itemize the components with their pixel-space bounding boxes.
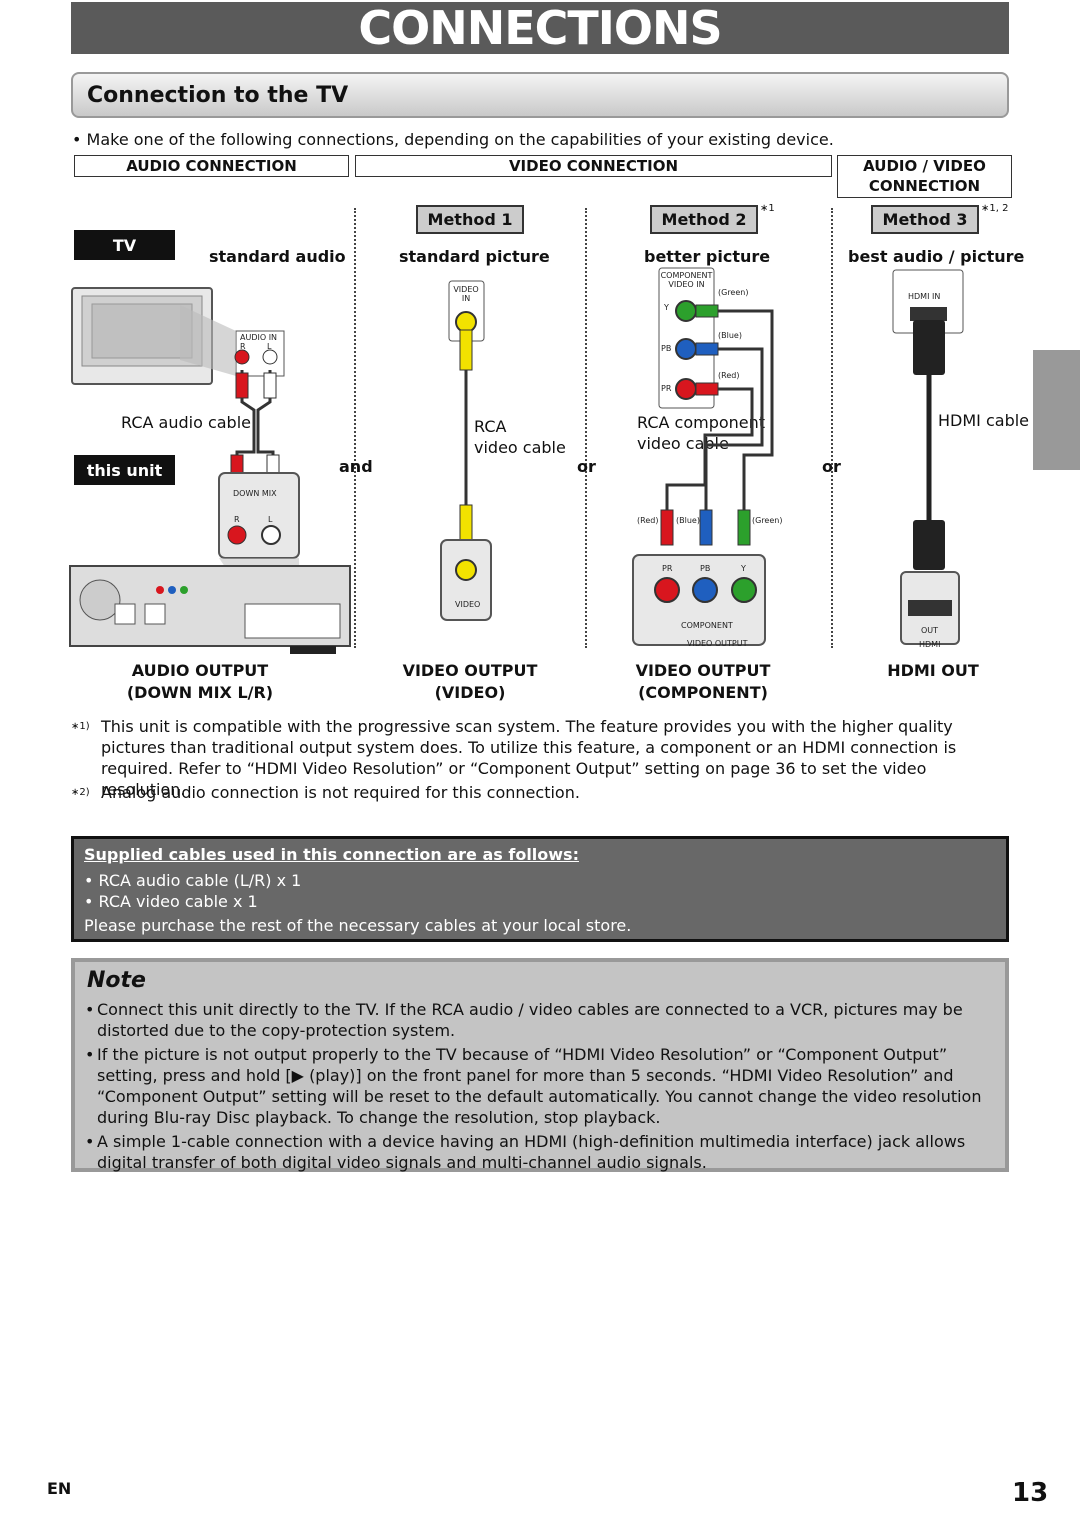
output-line2: (VIDEO) xyxy=(434,683,506,702)
video-in-label: VIDEO IN xyxy=(453,285,479,303)
av-connection-header: AUDIO / VIDEO CONNECTION xyxy=(837,155,1012,198)
output-line1: HDMI OUT xyxy=(887,661,979,680)
footnote-text: Analog audio connection is not required … xyxy=(101,783,580,802)
connection-diagram xyxy=(69,267,964,654)
note-box: Note Connect this unit directly to the T… xyxy=(71,958,1009,1172)
side-tab xyxy=(1033,350,1080,470)
method-2-label: Method 2 xyxy=(650,205,758,234)
this-unit-label: this unit xyxy=(74,455,175,485)
footnote-2: ∗2) Analog audio connection is not requi… xyxy=(71,782,1006,803)
component-video-in-label: COMPONENT VIDEO IN xyxy=(660,271,713,289)
output-line1: AUDIO OUTPUT xyxy=(131,661,269,680)
blue-label: (Blue) xyxy=(718,331,742,340)
l-label: L xyxy=(267,342,272,351)
separator xyxy=(831,208,833,648)
rca-component-cable xyxy=(660,304,774,546)
footnote-mark: ∗1) xyxy=(71,721,90,732)
r-label: R xyxy=(234,515,240,524)
tv-back-illustration xyxy=(71,287,285,385)
rca-audio-cable xyxy=(230,370,280,481)
unit-hdmi-out-panel xyxy=(900,571,960,645)
blue-label: (Blue) xyxy=(676,516,700,525)
y-label: Y xyxy=(664,303,669,312)
and-connector: and xyxy=(339,457,373,476)
audio-in-label: AUDIO IN xyxy=(240,333,278,342)
page-number: 13 xyxy=(1012,1478,1049,1508)
separator xyxy=(354,208,356,648)
pb-label: PB xyxy=(661,344,672,353)
page-banner: CONNECTIONS xyxy=(71,1,1009,55)
output-line1: VIDEO OUTPUT xyxy=(635,661,771,680)
video-output-label: VIDEO OUTPUT xyxy=(687,639,748,648)
method-2-footnote-mark: ∗1 xyxy=(760,203,775,214)
rca-video-cable xyxy=(459,329,473,541)
red-label: (Red) xyxy=(718,371,740,380)
method-3-footnote-mark: ∗1, 2 xyxy=(981,203,1009,214)
l-label: L xyxy=(268,515,273,524)
unit-video-out-panel xyxy=(440,539,492,621)
hdmi-label: HDMI xyxy=(919,640,941,649)
y-label: Y xyxy=(741,564,746,573)
or-connector: or xyxy=(577,457,596,476)
output-label-component: VIDEO OUTPUT (COMPONENT) xyxy=(603,660,803,704)
video-in-jack-panel xyxy=(448,280,485,342)
page-title: CONNECTIONS xyxy=(358,1,722,55)
footnote-text: This unit is compatible with the progres… xyxy=(101,717,957,799)
r-label: R xyxy=(240,342,246,351)
note-item: A simple 1-cable connection with a devic… xyxy=(85,1131,993,1173)
note-item: Connect this unit directly to the TV. If… xyxy=(85,999,993,1041)
output-label-hdmi: HDMI OUT xyxy=(860,660,1006,682)
green-label: (Green) xyxy=(718,288,749,297)
language-label: EN xyxy=(47,1479,72,1498)
unit-component-out-panel xyxy=(632,554,766,646)
output-label-video: VIDEO OUTPUT (VIDEO) xyxy=(370,660,570,704)
footnote-mark: ∗2) xyxy=(71,787,90,798)
method-3-label: Method 3 xyxy=(871,205,979,234)
rca-audio-cable-label: RCA audio cable xyxy=(121,413,251,432)
intro-text: • Make one of the following connections,… xyxy=(72,130,834,149)
video-connection-header: VIDEO CONNECTION xyxy=(355,155,832,177)
red-label: (Red) xyxy=(637,516,659,525)
method-3-quality: best audio / picture xyxy=(848,247,1025,266)
video-label: VIDEO xyxy=(455,600,481,609)
note-item: If the picture is not output properly to… xyxy=(85,1044,993,1128)
down-mix-label: DOWN MIX xyxy=(233,489,277,498)
section-header: Connection to the TV xyxy=(71,72,1009,118)
component-label: COMPONENT xyxy=(681,621,733,630)
separator xyxy=(585,208,587,648)
hdmi-in-label: HDMI IN xyxy=(908,292,941,301)
method-2-quality: better picture xyxy=(644,247,771,266)
hdmi-cable-label: HDMI cable xyxy=(938,411,1030,430)
supplied-cables-box: Supplied cables used in this connection … xyxy=(71,836,1009,942)
pb-label: PB xyxy=(700,564,711,573)
method-1-label: Method 1 xyxy=(416,205,524,234)
out-label: OUT xyxy=(921,626,939,635)
hdmi-in-jack-panel xyxy=(892,269,964,334)
output-label-audio: AUDIO OUTPUT (DOWN MIX L/R) xyxy=(100,660,300,704)
output-line2: (DOWN MIX L/R) xyxy=(126,683,274,702)
footnote-1: ∗1) This unit is compatible with the pro… xyxy=(71,716,1006,800)
output-line2: (COMPONENT) xyxy=(638,683,768,702)
audio-connection-header: AUDIO CONNECTION xyxy=(74,155,349,177)
rca-video-cable-label: RCA video cable xyxy=(474,417,566,457)
or-connector: or xyxy=(822,457,841,476)
method-1-quality: standard picture xyxy=(399,247,550,266)
supplied-item: • RCA video cable x 1 xyxy=(84,892,258,911)
tv-label: TV xyxy=(74,230,175,260)
pr-label: PR xyxy=(662,564,673,573)
supplied-item: • RCA audio cable (L/R) x 1 xyxy=(84,871,302,890)
supplied-heading: Supplied cables used in this connection … xyxy=(84,845,579,864)
note-title: Note xyxy=(87,968,146,993)
supplied-footer: Please purchase the rest of the necessar… xyxy=(84,916,632,935)
green-label: (Green) xyxy=(752,516,783,525)
section-title: Connection to the TV xyxy=(87,82,349,108)
standard-audio-label: standard audio xyxy=(209,247,346,266)
hdmi-cable xyxy=(913,320,945,570)
unit-rear-illustration xyxy=(69,565,351,654)
pr-label: PR xyxy=(661,384,672,393)
output-line1: VIDEO OUTPUT xyxy=(402,661,538,680)
